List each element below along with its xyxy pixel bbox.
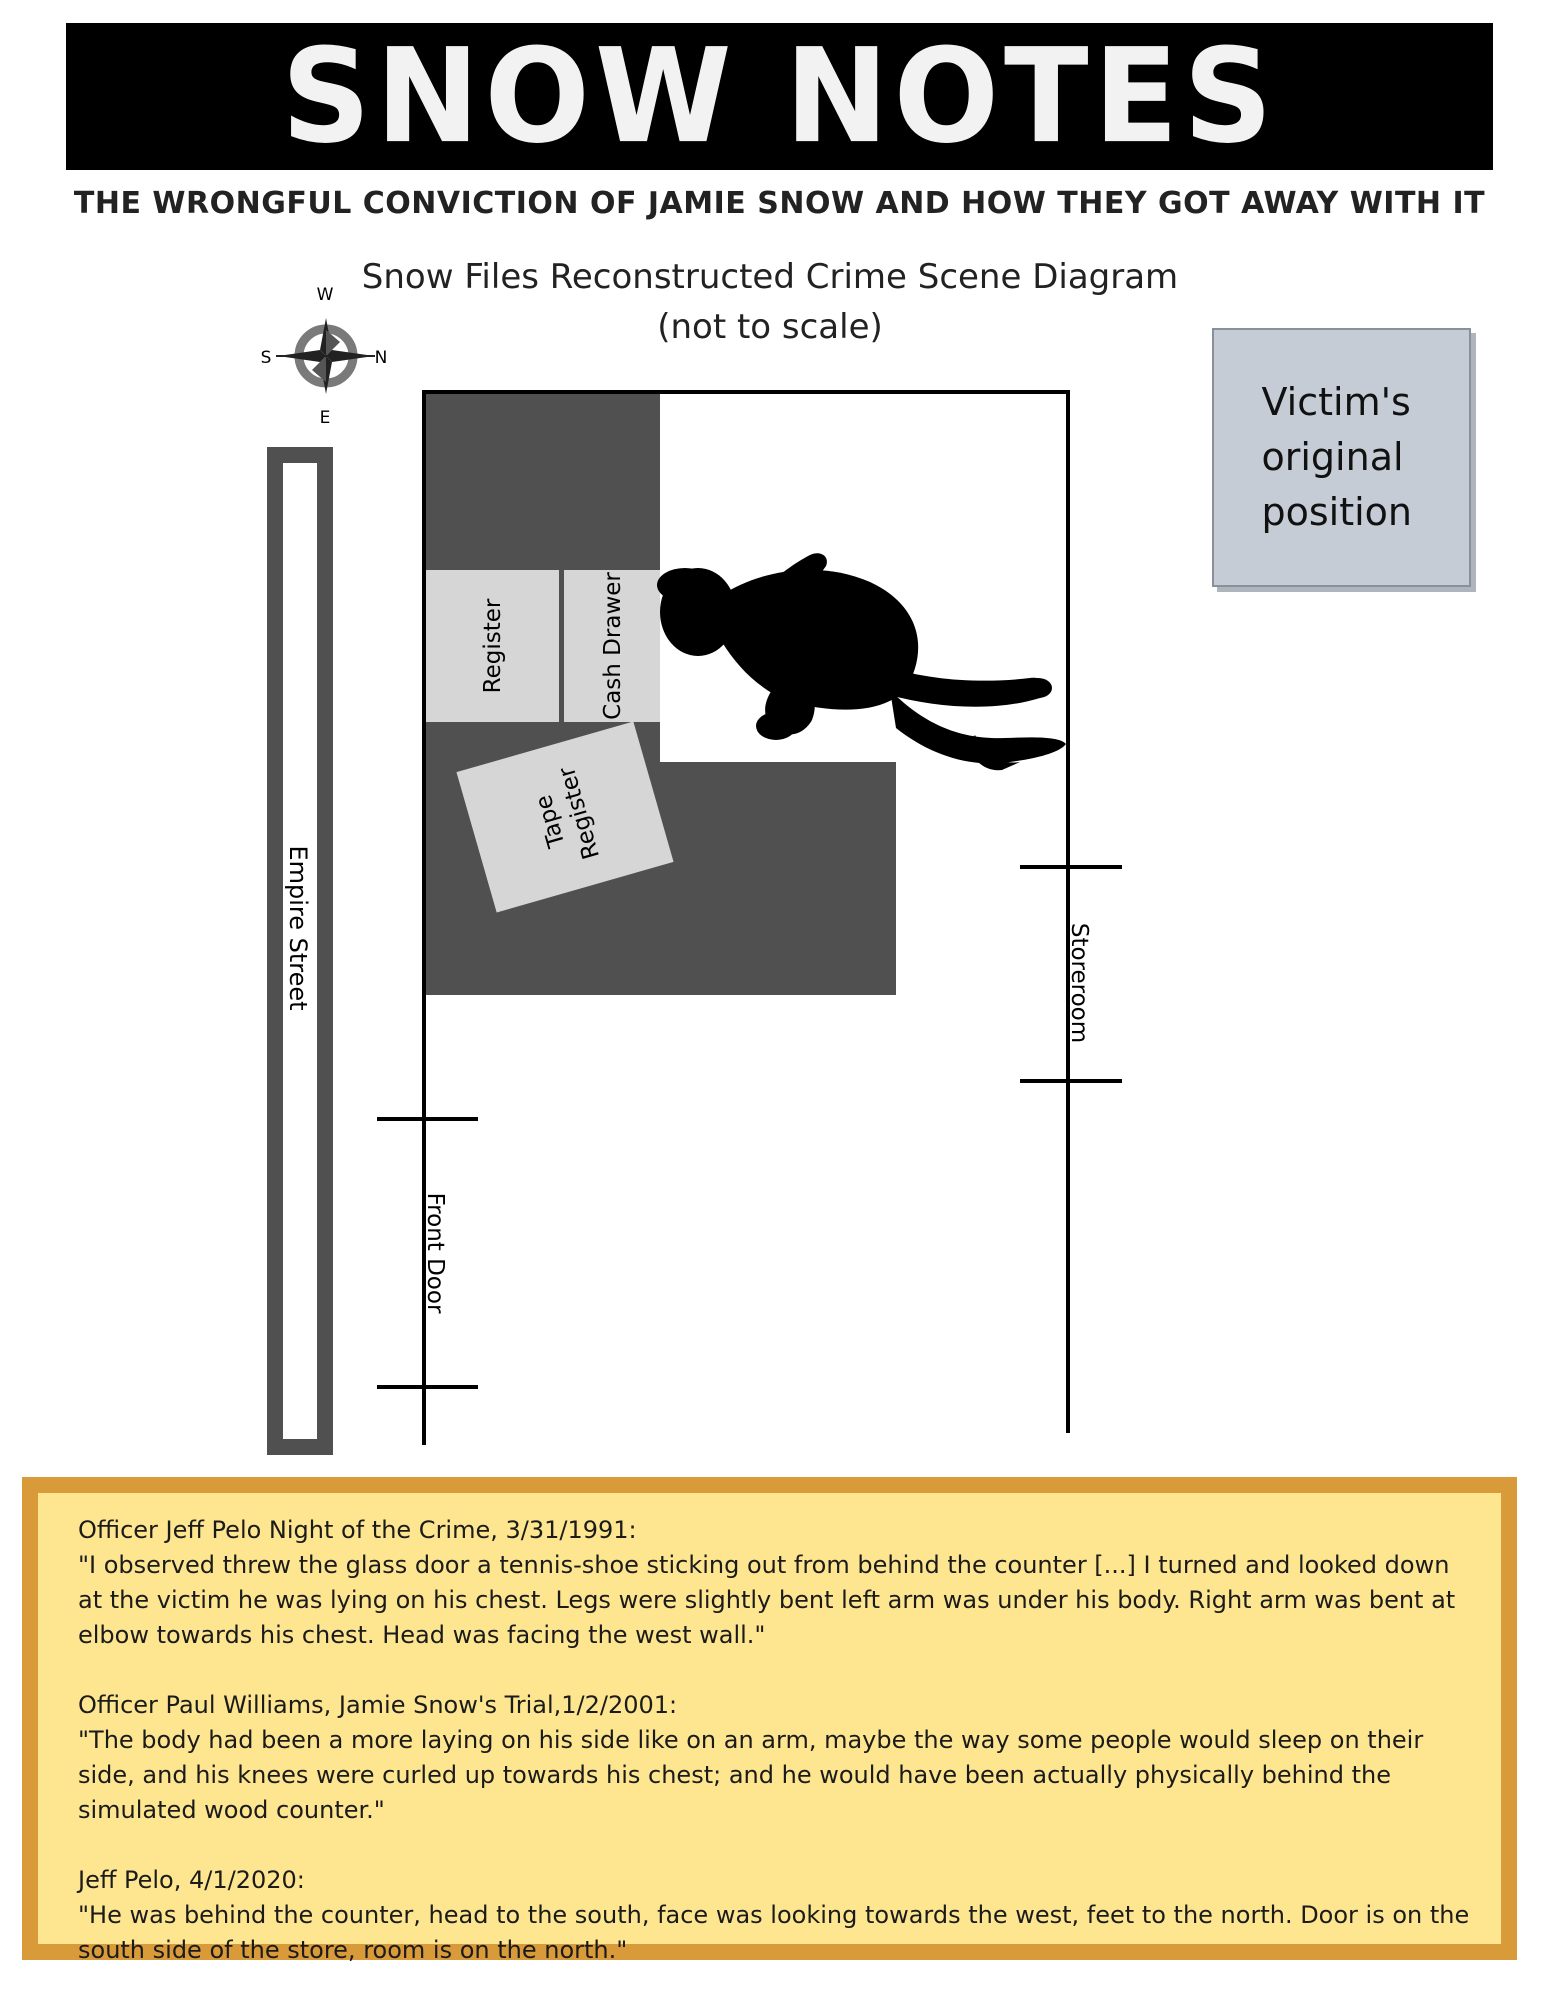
register [425, 570, 559, 722]
store-walls [422, 390, 1070, 1445]
compass-n-label: N [375, 348, 388, 368]
front-door-label: Front Door [422, 1193, 448, 1314]
testimony-2: Officer Paul Williams, Jamie Snow's Tria… [78, 1688, 1473, 1828]
testimony-3: Jeff Pelo, 4/1/2020: "He was behind the … [78, 1863, 1473, 1968]
victim-silhouette-icon [657, 553, 1066, 771]
legend-box: Victim's original position [1212, 328, 1471, 587]
compass-e-label: E [320, 408, 331, 428]
diagram-title-line1: Snow Files Reconstructed Crime Scene Dia… [361, 257, 1179, 297]
title-banner: SNOW NOTES [66, 23, 1493, 170]
empire-street-label: Empire Street [284, 845, 312, 1010]
register-label: Register [480, 598, 506, 693]
compass-icon [276, 318, 375, 394]
empire-street [267, 447, 333, 1455]
tape-register: Tape Register [456, 721, 674, 913]
banner-title: SNOW NOTES [281, 20, 1278, 173]
testimony-heading: Officer Paul Williams, Jamie Snow's Tria… [78, 1691, 678, 1719]
diagram-title-line2: (not to scale) [657, 307, 883, 347]
testimony-heading: Officer Jeff Pelo Night of the Crime, 3/… [78, 1516, 637, 1544]
cash-drawer [564, 570, 660, 722]
testimony-heading: Jeff Pelo, 4/1/2020: [78, 1866, 305, 1894]
testimony-quote: "The body had been a more laying on his … [78, 1726, 1424, 1824]
legend-text: Victim's original position [1261, 380, 1413, 534]
testimony-1: Officer Jeff Pelo Night of the Crime, 3/… [78, 1513, 1473, 1653]
crime-scene-diagram: W S N E Empire Street Register Cash Draw… [261, 285, 1122, 1455]
banner-subtitle: THE WRONGFUL CONVICTION OF JAMIE SNOW AN… [73, 186, 1486, 221]
testimony-panel: Officer Jeff Pelo Night of the Crime, 3/… [22, 1477, 1517, 1964]
cash-drawer-label: Cash Drawer [600, 572, 626, 720]
compass-w-label: W [317, 285, 334, 305]
testimony-quote: "He was behind the counter, head to the … [78, 1901, 1470, 1964]
compass-s-label: S [261, 348, 272, 368]
testimony-quote: "I observed threw the glass door a tenni… [78, 1551, 1456, 1649]
storeroom-label: Storeroom [1066, 923, 1092, 1043]
diagram-title: Snow Files Reconstructed Crime Scene Dia… [330, 252, 1210, 352]
